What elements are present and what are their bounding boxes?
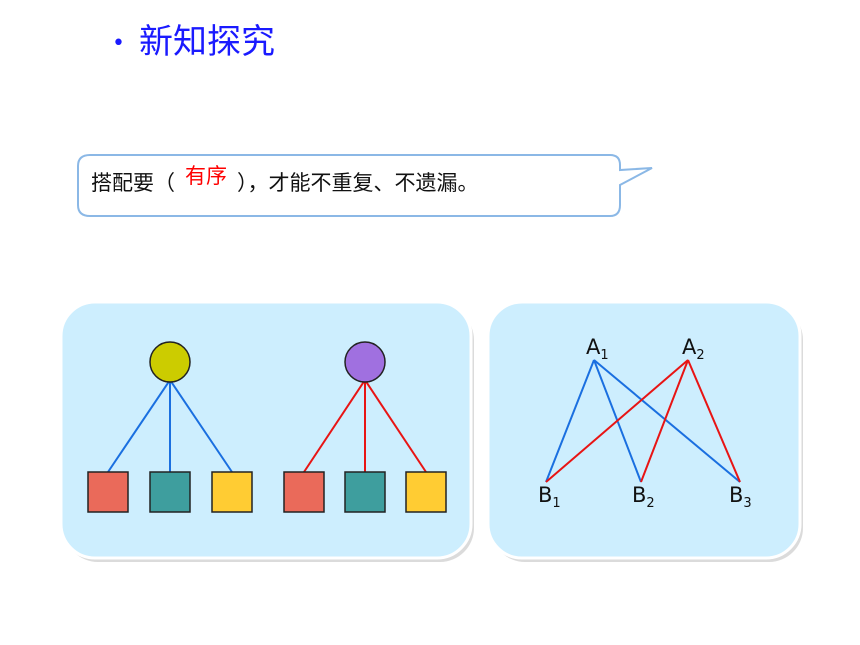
purple-circle [344, 341, 386, 383]
edge-a2-b1 [545, 359, 689, 483]
callout-answer: 有序 [185, 164, 227, 188]
node-b1: B1 [538, 483, 561, 511]
teal-square [149, 471, 191, 513]
connector-line [303, 379, 366, 473]
node-b3: B3 [729, 483, 752, 511]
right-panel [486, 300, 802, 560]
yellow-square [211, 471, 253, 513]
yellow-square [405, 471, 447, 513]
edge-a2-b2 [640, 359, 689, 483]
edge-a2-b3 [687, 359, 741, 483]
connector-line [107, 379, 171, 473]
red-square [283, 471, 325, 513]
node-a2: A2 [682, 335, 705, 363]
yellow-circle [149, 341, 191, 383]
red-square [87, 471, 129, 513]
callout-prefix: 搭配要（ [91, 171, 175, 195]
connector-line [364, 379, 427, 473]
left-panel [59, 300, 473, 560]
teal-square [344, 471, 386, 513]
connector-line [169, 379, 233, 473]
heading-title: 新知探究 [138, 22, 275, 62]
edge-a1-b3 [593, 359, 741, 483]
edge-a1-b1 [545, 359, 595, 483]
callout-outline [77, 154, 653, 217]
callout-text: 搭配要（ 有序 ），才能不重复、不遗漏。 [91, 164, 479, 198]
callout-suffix: ），才能不重复、不遗漏。 [237, 171, 479, 195]
node-a1: A1 [586, 335, 609, 363]
section-heading: • 新知探究 [112, 18, 275, 68]
node-b2: B2 [632, 483, 655, 511]
bullet: • [112, 30, 125, 56]
